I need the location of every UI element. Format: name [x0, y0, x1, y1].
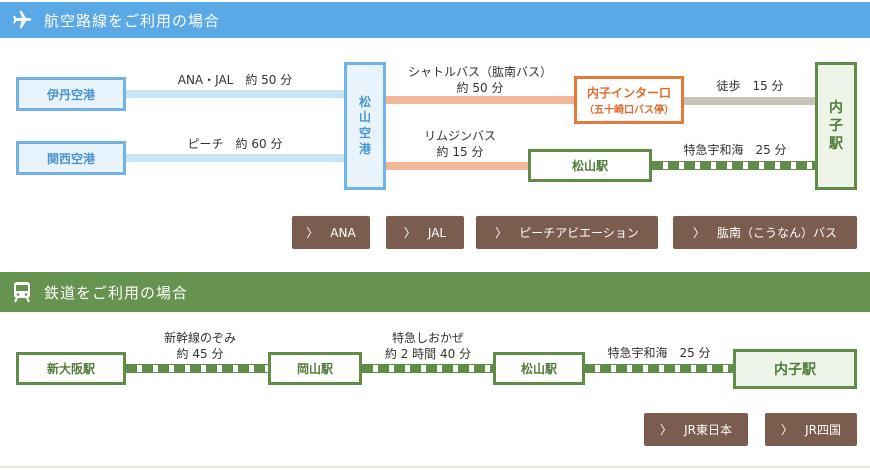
- chevron-right-icon: 〉: [660, 423, 673, 437]
- route-line-walk: [684, 97, 815, 105]
- uchiko-station-box-air: 内 子 駅: [815, 62, 857, 190]
- chevron-right-icon: 〉: [495, 226, 508, 240]
- matsuyama-station-box-air: 松山駅: [528, 149, 652, 182]
- route-line-kansai: [126, 154, 344, 162]
- uchiko-station-box-rail: 内子駅: [733, 349, 857, 389]
- rail-label-shinkansen-line1: 新幹線のぞみ: [163, 331, 236, 345]
- itami-airport-label: 伊丹空港: [46, 87, 95, 102]
- uchiko-label: 内子駅: [774, 362, 816, 378]
- train-icon: [8, 278, 36, 306]
- konan-bus-link-label: 肱南（こうなん）バス: [717, 226, 838, 240]
- matsuyama-station-label: 松山駅: [571, 159, 608, 173]
- jr-shikoku-link-button[interactable]: 〉 JR四国: [765, 413, 857, 446]
- ana-link-button[interactable]: 〉 ANA: [292, 216, 370, 249]
- chevron-right-icon: 〉: [403, 226, 416, 240]
- konan-bus-link-button[interactable]: 〉肱南（こうなん）バス: [673, 216, 857, 249]
- route-label-itami: ANA・JAL 約 50 分: [177, 73, 293, 87]
- route-line-shuttle: [386, 96, 576, 104]
- itami-airport-box: 伊丹空港: [16, 77, 126, 111]
- matsuyama-airport-char: 山: [358, 110, 371, 125]
- shin-osaka-station-box: 新大阪駅: [16, 352, 126, 385]
- kansai-airport-box: 関西空港: [16, 141, 126, 175]
- rail-line-shinkansen: [126, 364, 270, 373]
- route-line-itami: [126, 90, 344, 98]
- matsuyama-airport-char: 松: [358, 94, 371, 109]
- air-section-header: 航空路線をご利用の場合: [0, 2, 870, 38]
- jal-link-button[interactable]: 〉 JAL: [386, 216, 464, 249]
- chevron-right-icon: 〉: [306, 226, 319, 240]
- route-label-limo-line2: 約 15 分: [436, 145, 484, 159]
- rail-label-shiokaze: 特急しおかぜ 約 2 時間 40 分: [362, 330, 494, 362]
- matsuyama-station-box-rail: 松山駅: [493, 352, 585, 385]
- route-line-limo: [386, 162, 528, 170]
- air-section-title: 航空路線をご利用の場合: [44, 11, 221, 30]
- chevron-right-icon: 〉: [692, 226, 705, 240]
- rail-section-title: 鉄道をご利用の場合: [44, 283, 189, 302]
- airplane-icon: [8, 6, 36, 34]
- route-label-limo: リムジンバス 約 15 分: [395, 128, 525, 160]
- route-label-shuttle: シャトルバス（肱南バス） 約 50 分: [390, 64, 570, 96]
- route-label-limo-line1: リムジンバス: [423, 129, 496, 143]
- bottom-divider: [0, 466, 870, 468]
- jal-link-label: JAL: [427, 225, 447, 240]
- matsuyama-airport-char: 港: [358, 141, 371, 156]
- ana-link-label: ANA: [330, 225, 356, 240]
- uchiko-ic-sublabel: （五十崎口バス停）: [584, 105, 674, 116]
- jr-east-link-label: JR東日本: [684, 423, 732, 437]
- rail-section-header: 鉄道をご利用の場合: [0, 272, 870, 312]
- jr-shikoku-link-label: JR四国: [805, 423, 841, 437]
- shin-osaka-label: 新大阪駅: [46, 362, 95, 376]
- route-label-walk: 徒歩 15 分: [716, 79, 784, 93]
- rail-label-shinkansen: 新幹線のぞみ 約 45 分: [140, 330, 260, 362]
- route-label-express-air: 特急宇和海 25 分: [683, 143, 787, 157]
- rail-label-shiokaze-line2: 約 2 時間 40 分: [384, 347, 472, 361]
- okayama-station-box: 岡山駅: [268, 352, 362, 385]
- route-line-express: [652, 161, 815, 170]
- rail-label-shiokaze-line1: 特急しおかぜ: [391, 331, 464, 345]
- matsuyama-airport-char: 空: [358, 126, 371, 140]
- okayama-label: 岡山駅: [296, 362, 333, 376]
- peach-link-label: ピーチアビエーション: [519, 226, 639, 240]
- chevron-right-icon: 〉: [781, 423, 794, 437]
- jr-east-link-button[interactable]: 〉 JR東日本: [644, 413, 748, 446]
- uchiko-station-char: 内: [829, 99, 843, 116]
- uchiko-ic-box: 内子インター口 （五十崎口バス停）: [574, 76, 684, 124]
- uchiko-ic-label: 内子インター口: [586, 86, 671, 100]
- peach-link-button[interactable]: 〉ピーチアビエーション: [476, 216, 658, 249]
- route-label-shuttle-line2: 約 50 分: [456, 81, 504, 95]
- uchiko-station-char: 子: [829, 117, 843, 134]
- matsuyama-label: 松山駅: [520, 362, 557, 376]
- rail-line-shiokaze: [362, 364, 494, 373]
- kansai-airport-label: 関西空港: [46, 151, 95, 166]
- route-label-kansai: ピーチ 約 60 分: [187, 137, 283, 151]
- rail-label-uwakai: 特急宇和海 25 分: [607, 346, 711, 360]
- route-label-shuttle-line1: シャトルバス（肱南バス）: [407, 65, 552, 79]
- matsuyama-airport-box: 松 山 空 港: [344, 62, 386, 190]
- rail-line-uwakai: [584, 364, 734, 373]
- rail-label-shinkansen-line2: 約 45 分: [176, 347, 224, 361]
- uchiko-station-char: 駅: [829, 136, 843, 153]
